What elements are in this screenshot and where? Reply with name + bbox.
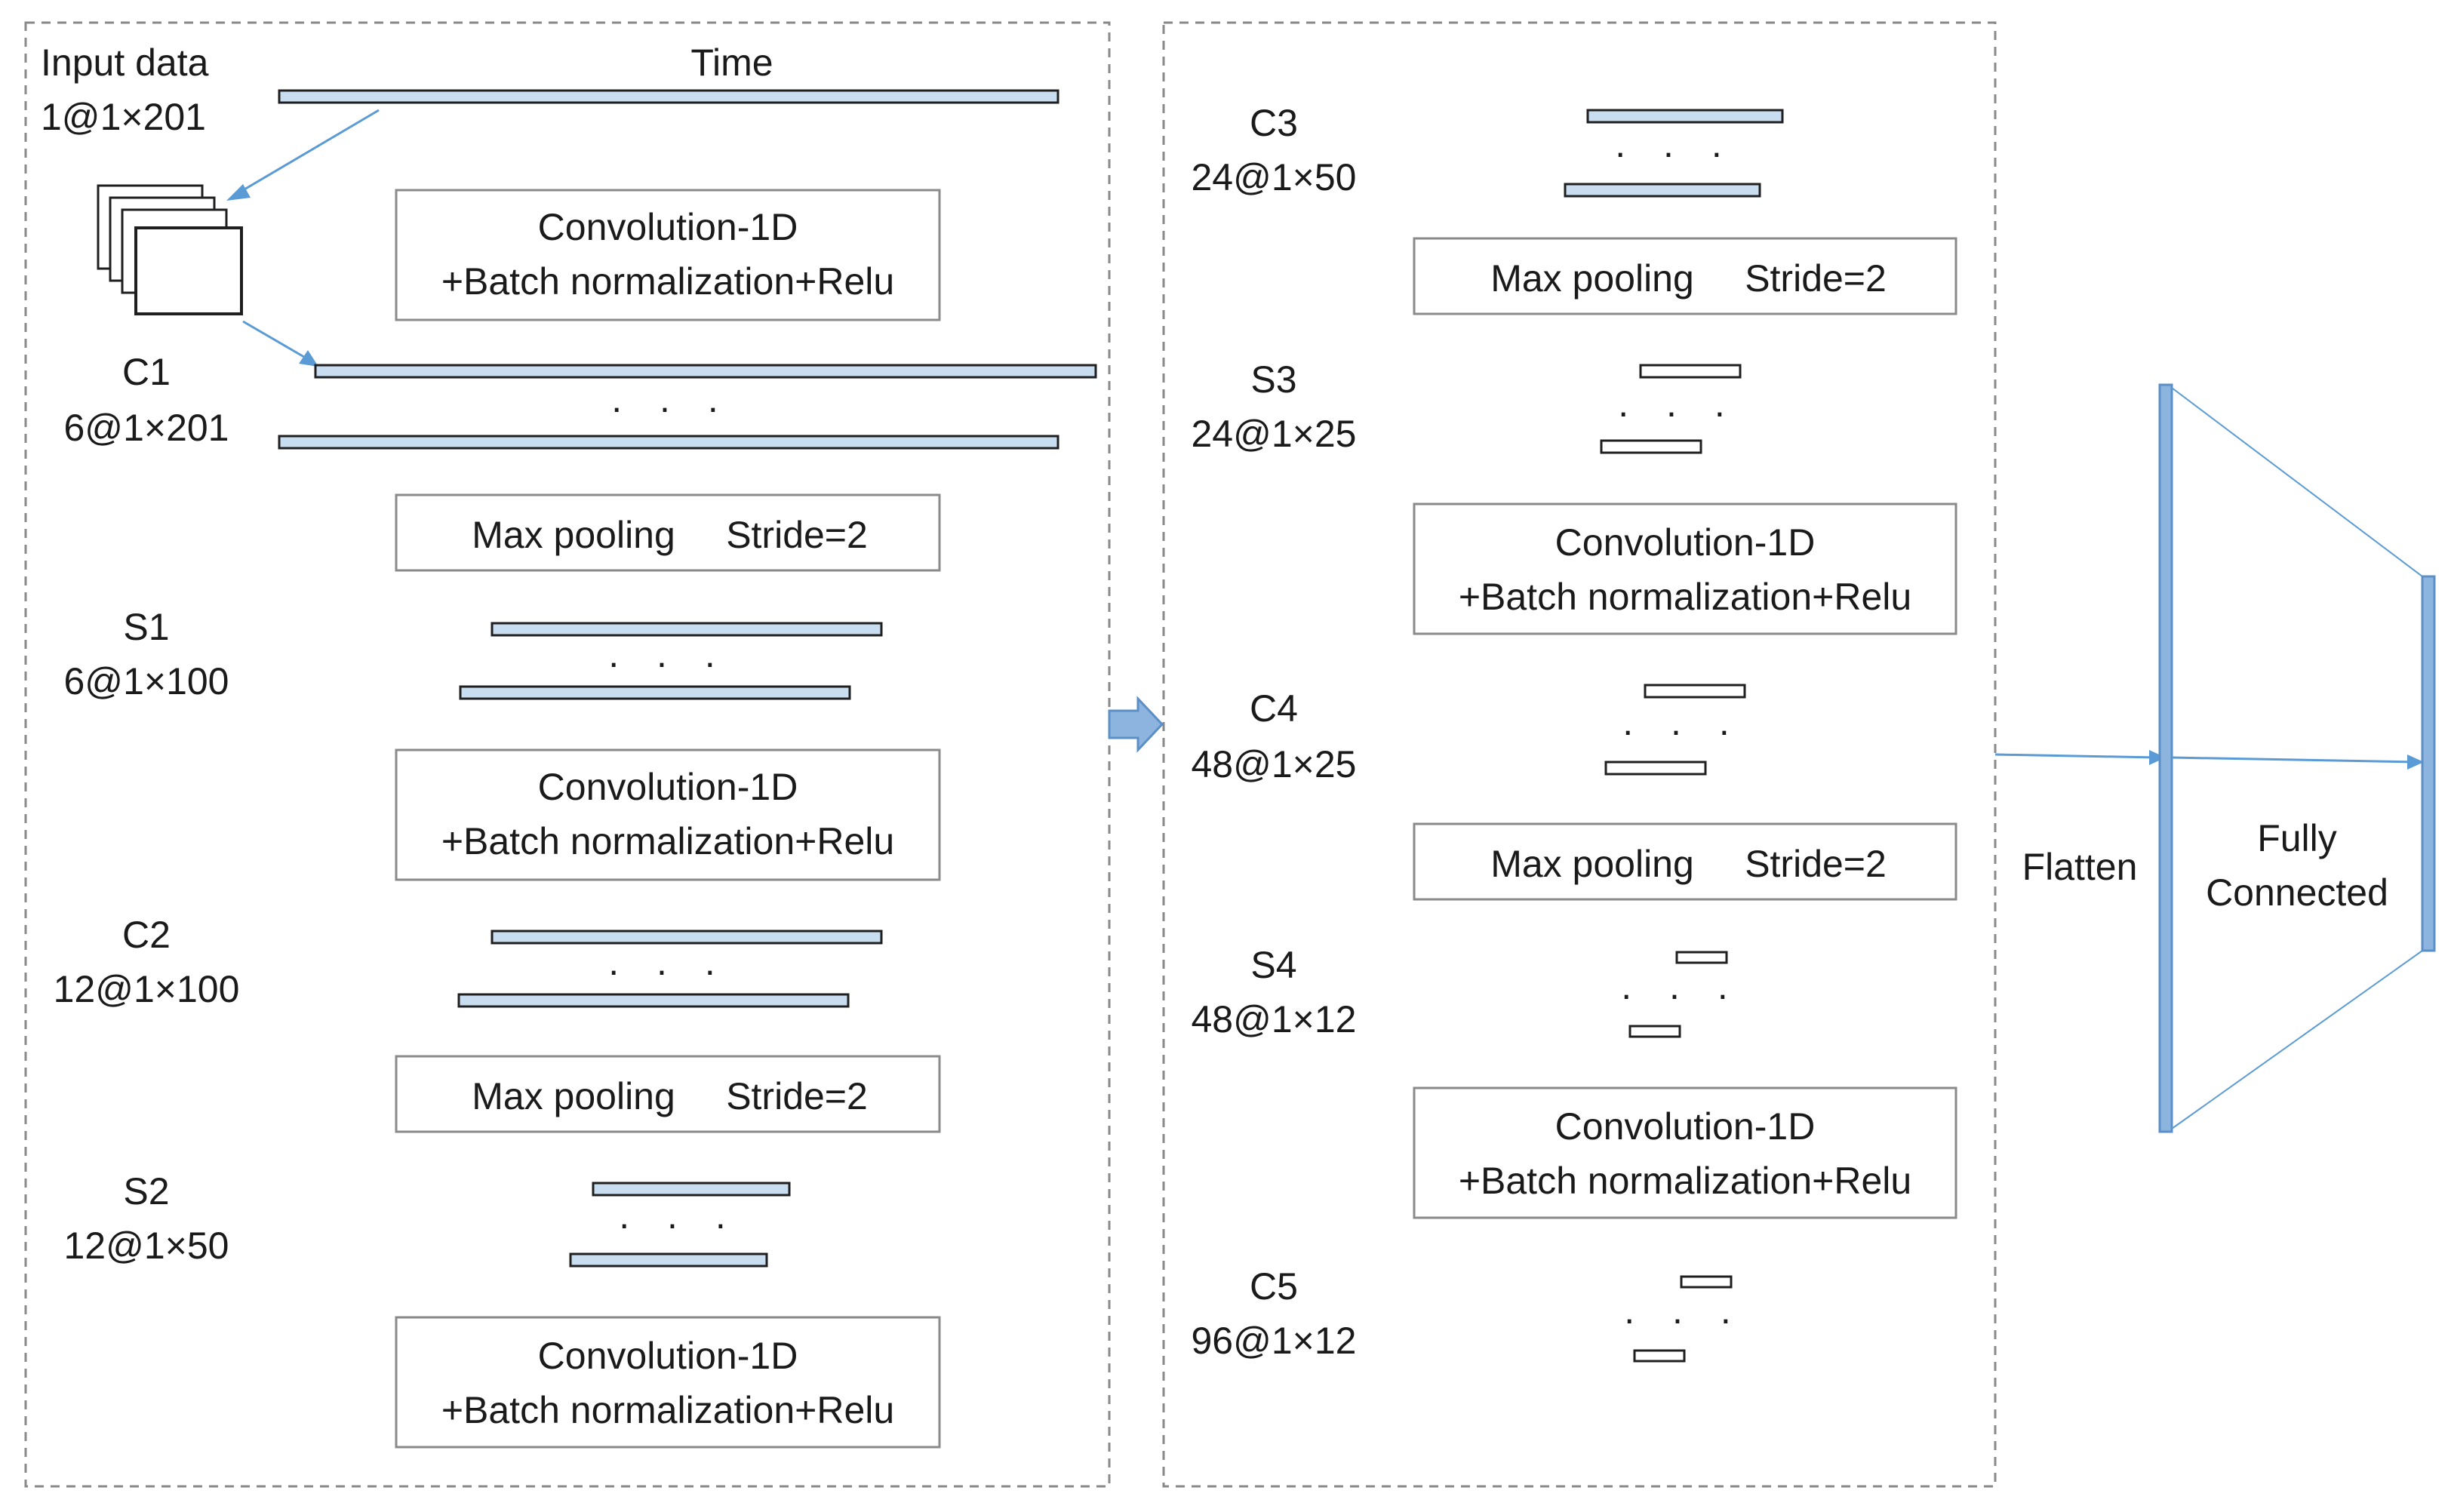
s4-size: 48@1×12	[1192, 998, 1357, 1040]
pool-box-1-label: Max pooling	[472, 514, 675, 556]
c3-bar-top	[1586, 109, 1784, 124]
conv-box-3	[395, 1316, 941, 1449]
c5-bar-top	[1680, 1275, 1733, 1289]
s2-ellipsis: . . .	[619, 1194, 739, 1237]
conv-box-1	[395, 189, 941, 321]
flatten-arrow	[1994, 753, 2157, 759]
input-bar	[278, 89, 1059, 104]
output-vector	[2421, 575, 2436, 952]
pool-box-3-label: Max pooling	[1490, 257, 1694, 300]
pool-box-2-label: Max pooling	[472, 1075, 675, 1117]
c1-size: 6@1×201	[64, 407, 229, 449]
fully-connected-line1: Fully	[2257, 817, 2337, 859]
time-axis-label: Time	[690, 41, 773, 84]
c1-name: C1	[122, 351, 171, 393]
s2-bar-bottom	[569, 1252, 768, 1268]
input-to-filters-arrow	[235, 109, 380, 196]
s3-ellipsis: . . .	[1618, 383, 1738, 425]
c5-size: 96@1×12	[1192, 1320, 1357, 1362]
flatten-label: Flatten	[2022, 846, 2138, 888]
pool-box-3	[1413, 237, 1957, 315]
c2-bar-top	[491, 930, 883, 945]
conv-box-5-line1: Convolution-1D	[1555, 1105, 1816, 1148]
c4-name: C4	[1250, 687, 1298, 730]
filter-stack-icon	[97, 184, 243, 315]
c3-bar-bottom	[1564, 183, 1761, 198]
conv-box-1-line2: +Batch normalization+Relu	[441, 260, 894, 303]
c3-name: C3	[1250, 102, 1298, 144]
conv-box-2-line2: +Batch normalization+Relu	[441, 820, 894, 862]
s1-bar-top	[491, 622, 883, 637]
s3-name: S3	[1250, 358, 1296, 401]
s4-name: S4	[1250, 944, 1296, 986]
s1-bar-bottom	[459, 685, 851, 700]
flatten-vector	[2158, 383, 2173, 1133]
c2-size: 12@1×100	[54, 968, 240, 1010]
conv-box-3-line2: +Batch normalization+Relu	[441, 1389, 894, 1431]
pool-box-4-label: Max pooling	[1490, 843, 1694, 885]
c1-ellipsis: . . .	[611, 378, 731, 420]
pool-box-2-stride: Stride=2	[726, 1075, 868, 1117]
s2-name: S2	[123, 1170, 169, 1212]
s1-size: 6@1×100	[64, 660, 229, 702]
c1-bar-top	[314, 364, 1097, 379]
pool-box-1-stride: Stride=2	[726, 514, 868, 556]
c2-name: C2	[122, 914, 171, 956]
s1-ellipsis: . . .	[608, 633, 728, 675]
arrowhead-icon	[299, 350, 318, 367]
arrowhead-icon	[2407, 754, 2424, 770]
c2-ellipsis: . . .	[608, 941, 728, 983]
c2-bar-bottom	[457, 993, 850, 1008]
conv-box-4	[1413, 502, 1957, 635]
panel-transition-arrow-icon	[1108, 696, 1164, 753]
c4-bar-top	[1644, 684, 1746, 699]
c4-size: 48@1×25	[1192, 743, 1357, 785]
fc-middle-arrow	[2171, 756, 2416, 764]
conv-box-3-line1: Convolution-1D	[538, 1335, 798, 1377]
c3-size: 24@1×50	[1192, 156, 1357, 198]
s4-bar-bottom	[1628, 1025, 1681, 1038]
conv-box-4-line2: +Batch normalization+Relu	[1459, 576, 1911, 618]
conv-box-5-line2: +Batch normalization+Relu	[1459, 1160, 1911, 1202]
s1-name: S1	[123, 606, 169, 648]
conv-box-5	[1413, 1086, 1957, 1219]
filters-to-c1-arrow	[242, 320, 309, 361]
pool-box-2	[395, 1055, 941, 1133]
s3-bar-top	[1639, 364, 1742, 379]
c5-bar-bottom	[1633, 1349, 1686, 1363]
fully-connected-line2: Connected	[2206, 871, 2388, 914]
right-panel	[1162, 21, 1997, 1488]
fc-top-connection	[2171, 387, 2423, 577]
left-panel	[24, 21, 1111, 1488]
s3-size: 24@1×25	[1192, 413, 1357, 455]
arrowhead-icon	[2149, 750, 2166, 765]
arrowhead-icon	[226, 184, 251, 201]
pool-box-4	[1413, 822, 1957, 901]
conv-box-1-line1: Convolution-1D	[538, 206, 798, 248]
c3-ellipsis: . . .	[1615, 123, 1735, 165]
pool-box-1	[395, 493, 941, 572]
conv-box-2-line1: Convolution-1D	[538, 766, 798, 808]
s2-bar-top	[592, 1182, 791, 1197]
s4-ellipsis: . . .	[1621, 965, 1741, 1007]
c1-bar-bottom	[278, 435, 1059, 450]
pool-box-3-stride: Stride=2	[1745, 257, 1887, 300]
s3-bar-bottom	[1600, 439, 1702, 454]
s4-bar-top	[1675, 951, 1728, 964]
conv-box-2	[395, 748, 941, 881]
c4-bar-bottom	[1604, 761, 1707, 776]
c5-ellipsis: . . .	[1624, 1289, 1744, 1332]
c5-name: C5	[1250, 1265, 1298, 1308]
pool-box-4-stride: Stride=2	[1745, 843, 1887, 885]
fc-bottom-connection	[2171, 950, 2423, 1129]
s2-size: 12@1×50	[64, 1225, 229, 1267]
input-size-label: 1@1×201	[41, 96, 206, 138]
conv-box-4-line1: Convolution-1D	[1555, 521, 1816, 564]
input-data-label: Input data	[41, 41, 209, 84]
c4-ellipsis: . . .	[1622, 701, 1742, 743]
